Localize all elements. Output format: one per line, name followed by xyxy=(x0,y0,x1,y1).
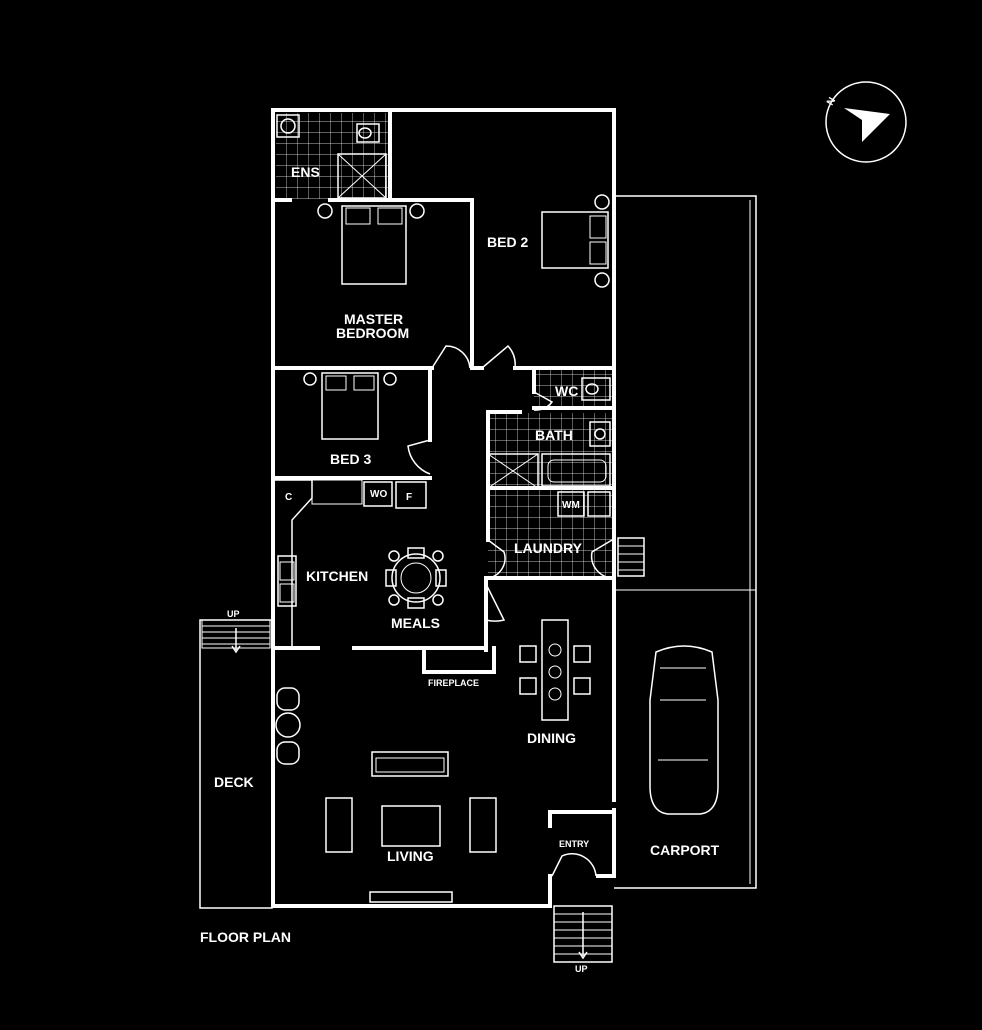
carport-label: CARPORT xyxy=(650,842,720,858)
tiled-floors xyxy=(276,113,612,578)
bathroom-fixtures xyxy=(487,377,611,517)
entry-stairs xyxy=(553,905,613,963)
bed-3-label: BED 3 xyxy=(330,451,371,467)
deck-label: DECK xyxy=(214,774,254,790)
fridge-label: F xyxy=(406,492,412,503)
master-bed-furniture xyxy=(317,203,425,285)
dining-table xyxy=(519,619,591,721)
north-arrow-icon: N xyxy=(825,81,907,163)
entry-label: ENTRY xyxy=(559,839,589,849)
ens-label: ENS xyxy=(291,164,320,180)
living-label: LIVING xyxy=(387,848,434,864)
deck xyxy=(199,619,273,909)
laundry-label: LAUNDRY xyxy=(514,540,583,556)
floor-plan-title: FLOOR PLAN xyxy=(200,929,291,945)
meals-table xyxy=(385,547,447,609)
dining-label: DINING xyxy=(527,730,576,746)
deck-up-label: UP xyxy=(227,609,240,619)
doors xyxy=(407,344,613,877)
fireplace-label: FIREPLACE xyxy=(428,678,479,688)
master-bedroom-label-1: MASTER xyxy=(344,311,403,327)
bed-2-furniture xyxy=(541,194,610,288)
laundry-steps xyxy=(617,537,645,577)
kitchen-label: KITCHEN xyxy=(306,568,368,584)
room-labels: ENS BED 2 MASTER BEDROOM WC BATH BED 3 C… xyxy=(200,164,720,974)
living-furniture xyxy=(275,687,497,903)
cupboard-label: C xyxy=(285,492,292,503)
bath-label: BATH xyxy=(535,427,573,443)
bed-2-label: BED 2 xyxy=(487,234,528,250)
carport xyxy=(614,195,757,889)
walls xyxy=(271,108,616,908)
north-letter: N xyxy=(825,96,838,108)
bed-3-furniture xyxy=(303,372,397,440)
wc-label: WC xyxy=(555,383,578,399)
kitchen-benches xyxy=(275,479,427,649)
wardrobe-label: WO xyxy=(370,489,387,500)
meals-label: MEALS xyxy=(391,615,440,631)
ensuite-fixtures xyxy=(276,114,387,199)
master-bedroom-label-2: BEDROOM xyxy=(336,325,409,341)
entry-up-label: UP xyxy=(575,964,588,974)
washing-machine-label: WM xyxy=(562,500,580,511)
